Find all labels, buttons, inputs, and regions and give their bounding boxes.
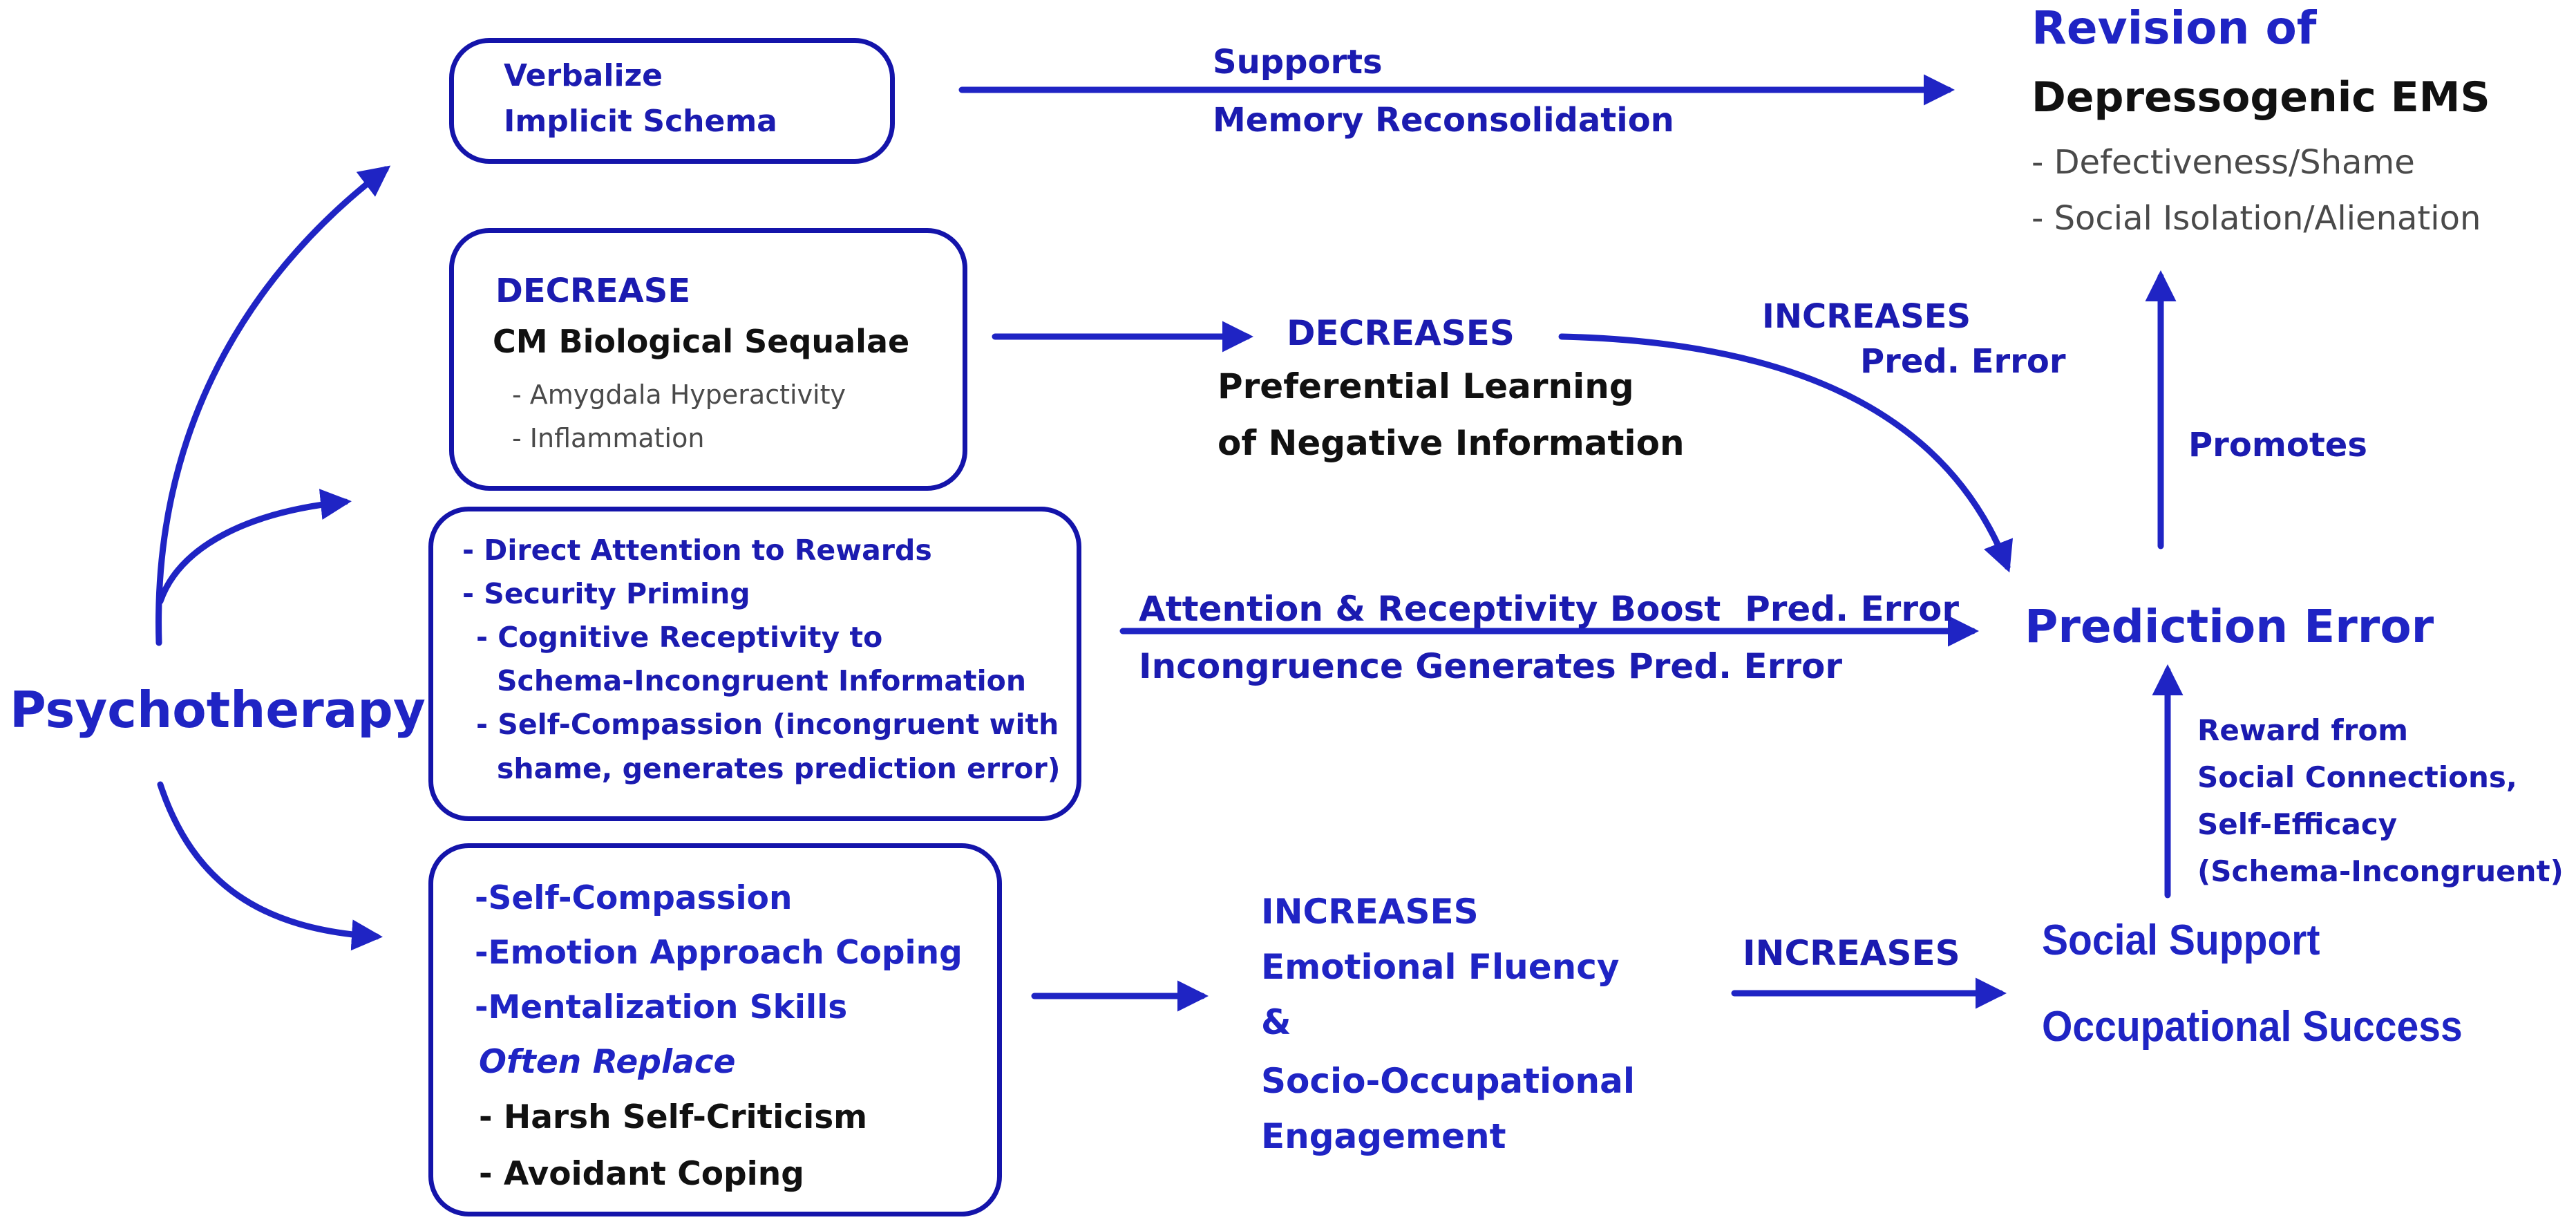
promotes-label: Promotes [2188, 426, 2367, 464]
attention-line-2: - Security Priming [462, 577, 750, 610]
biological-title: CM Biological Sequalae [493, 323, 910, 360]
incongruence-label: Incongruence Generates Pred. Error [1139, 646, 1843, 686]
reward-line-1: Reward from [2197, 713, 2408, 747]
memory-reconsolidation-label: Memory Reconsolidation [1213, 101, 1674, 140]
depressogenic-ems-title: Depressogenic EMS [2032, 73, 2490, 122]
attention-boost-label: Attention & Receptivity Boost Pred. Erro… [1139, 589, 1960, 629]
revision-item-shame: - Defectiveness/Shame [2032, 143, 2415, 182]
coping-skills-box: -Self-Compassion -Emotion Approach Copin… [428, 843, 1002, 1216]
arrow-psychotherapy-to-coping [157, 781, 383, 951]
ampersand-label: & [1261, 1002, 1291, 1042]
prediction-error-node: Prediction Error [2025, 600, 2434, 653]
biological-sequalae-box: DECREASE CM Biological Sequalae - Amygda… [449, 228, 967, 491]
biological-item-inflammation: - Inflammation [512, 423, 705, 453]
attention-priming-box: - Direct Attention to Rewards - Security… [428, 507, 1081, 821]
engagement-label: Engagement [1261, 1116, 1506, 1156]
increases-social-label: INCREASES [1743, 933, 1960, 973]
arrow-decreases-to-prediction [1558, 333, 2013, 573]
social-support-node: Social Support [2042, 917, 2320, 964]
increases-pred-heading: INCREASES [1762, 297, 1971, 336]
supports-label: Supports [1213, 43, 1383, 82]
verbalize-schema-box: Verbalize Implicit Schema [449, 38, 895, 164]
attention-line-3: - Cognitive Receptivity to [476, 621, 883, 654]
socio-occupational-label: Socio-Occupational [1261, 1061, 1636, 1101]
coping-positive-3: -Mentalization Skills [475, 988, 848, 1026]
decrease-heading: DECREASE [495, 272, 691, 310]
coping-positive-1: -Self-Compassion [475, 879, 793, 917]
attention-line-6: shame, generates prediction error) [497, 752, 1061, 785]
coping-negative-1: - Harsh Self-Criticism [479, 1098, 868, 1136]
fluency-increases-heading: INCREASES [1261, 892, 1479, 932]
occupational-success-node: Occupational Success [2042, 1003, 2463, 1051]
attention-line-5: - Self-Compassion (incongruent with [476, 708, 1059, 741]
schema-line-2: Implicit Schema [504, 104, 777, 139]
coping-negative-2: - Avoidant Coping [479, 1155, 804, 1193]
often-replace-label: Often Replace [479, 1043, 736, 1081]
reward-line-3: Self-Efficacy [2197, 807, 2398, 841]
reward-line-4: (Schema-Incongruent) [2197, 854, 2564, 888]
increases-pred-error-label: Pred. Error [1860, 342, 2066, 381]
decreases-heading: DECREASES [1287, 313, 1515, 353]
psychotherapy-label: Psychotherapy [10, 681, 426, 739]
emotional-fluency-label: Emotional Fluency [1261, 947, 1620, 987]
schema-line-1: Verbalize [504, 58, 663, 93]
coping-positive-2: -Emotion Approach Coping [475, 934, 963, 972]
revision-title: Revision of [2032, 1, 2317, 55]
biological-item-amygdala: - Amygdala Hyperactivity [512, 379, 846, 410]
revision-item-isolation: - Social Isolation/Alienation [2032, 199, 2481, 238]
attention-line-4: Schema-Incongruent Information [497, 664, 1027, 697]
reward-line-2: Social Connections, [2197, 760, 2517, 794]
arrow-psychotherapy-to-schema [155, 165, 391, 646]
arrow-psychotherapy-to-biological [157, 489, 352, 605]
preferential-learning-label: Preferential Learning [1218, 366, 1634, 406]
negative-information-label: of Negative Information [1218, 423, 1685, 463]
attention-line-1: - Direct Attention to Rewards [462, 534, 932, 567]
